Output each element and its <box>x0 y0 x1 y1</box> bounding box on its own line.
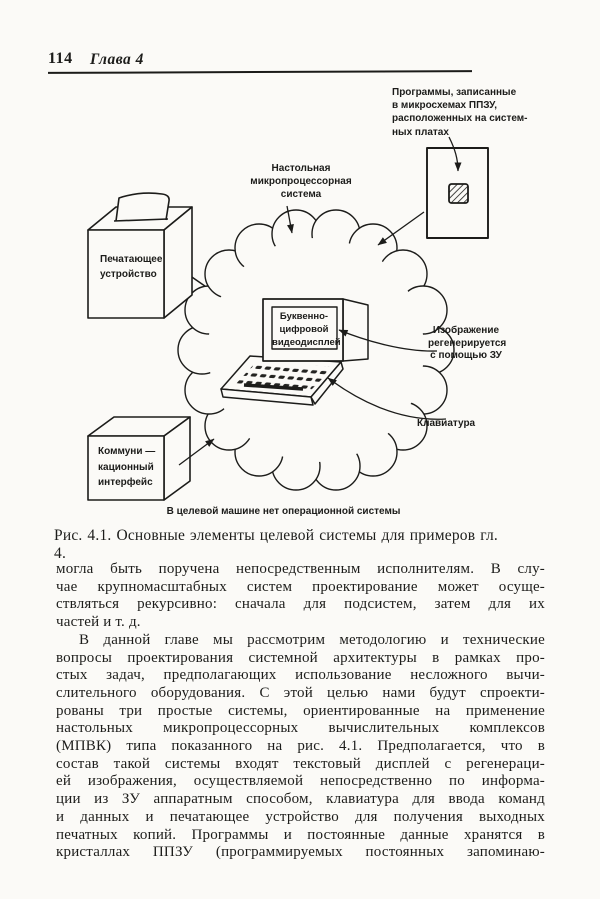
label-desktop-system: Настольная микропроцессорная система <box>250 163 352 200</box>
rom-chip <box>448 183 469 204</box>
body-line: стых задач, предполагающих использование… <box>56 667 545 684</box>
page-number: 114 <box>48 50 73 67</box>
terminal-keyboard-side <box>310 361 344 405</box>
system-cloud <box>177 209 455 491</box>
terminal-keyboard-front <box>220 388 314 406</box>
arrow-keyboard-label-to-keyboard <box>327 377 447 420</box>
terminal-monitor-side <box>342 298 369 362</box>
body-line: (МПВК) типа показанного на рис. 4.1. Пре… <box>56 738 545 755</box>
label-comm-interface: Коммуни — кационный интерфейс <box>98 446 156 488</box>
arrow-desktop-to-cloud <box>286 205 294 234</box>
arrow-rom-note-to-chip <box>448 136 462 172</box>
label-rom-note: Программы, записанные в микросхемах ППЗУ… <box>392 87 528 138</box>
body-line: состав такой системы входят текстовый ди… <box>56 755 545 772</box>
terminal-keyboard-top <box>220 355 342 398</box>
body-line: кристаллах ППЗУ (программируемых постоян… <box>56 844 545 861</box>
printer-cloud-line <box>175 265 239 310</box>
system-board <box>426 147 489 239</box>
label-image-regeneration: Изображение регенерируется с помощью ЗУ <box>428 325 507 361</box>
body-line: настольных микропроцессорных вычислитель… <box>56 720 545 737</box>
body-line: могла быть поручена непосредственным исп… <box>56 561 545 577</box>
label-keyboard: Клавиатура <box>417 418 476 429</box>
label-no-os-note: В целевой машине нет операционной систем… <box>166 506 401 517</box>
body-line: рованы три простые системы, ориентирован… <box>56 702 545 719</box>
body-line: и данных и печатающее устройство для пол… <box>56 808 545 825</box>
arrow-regen-to-screen <box>338 329 438 352</box>
header-rule <box>47 70 473 74</box>
chapter-title: Глава 4 <box>90 51 144 68</box>
body-line: чае крупномасштабных систем проектирован… <box>56 578 545 595</box>
body-line: вопросы проектирования системной архитек… <box>56 649 545 666</box>
arrow-comm-to-cloud <box>178 438 215 466</box>
body-text: могла быть поручена непосредственным исп… <box>56 561 545 862</box>
body-line: печатных копий. Программы и постоянные д… <box>56 826 545 843</box>
label-printer: Печатающее устройство <box>100 254 163 280</box>
body-line: ствляться рекурсивно: сначала для подсис… <box>56 596 545 613</box>
label-video-display: Буквенно- цифровой видеодисплей <box>272 311 341 348</box>
figure-caption: Рис. 4.1. Основные элементы целевой сист… <box>54 527 498 562</box>
printer-paper-sheet <box>115 192 170 222</box>
terminal-keys <box>234 362 334 392</box>
body-line: В данной главе мы рассмотрим методологию… <box>79 631 545 648</box>
arrow-board-to-cloud <box>377 211 425 246</box>
body-line: ей изображения, осуществляемой непосредс… <box>56 773 545 790</box>
body-line: слительного оборудования. С этой целью н… <box>56 684 545 701</box>
terminal-spacebar <box>243 383 304 391</box>
body-line: ции из ЗУ аппаратным способом, клавиатур… <box>56 791 545 808</box>
body-line: частей и т. д. <box>56 614 141 631</box>
